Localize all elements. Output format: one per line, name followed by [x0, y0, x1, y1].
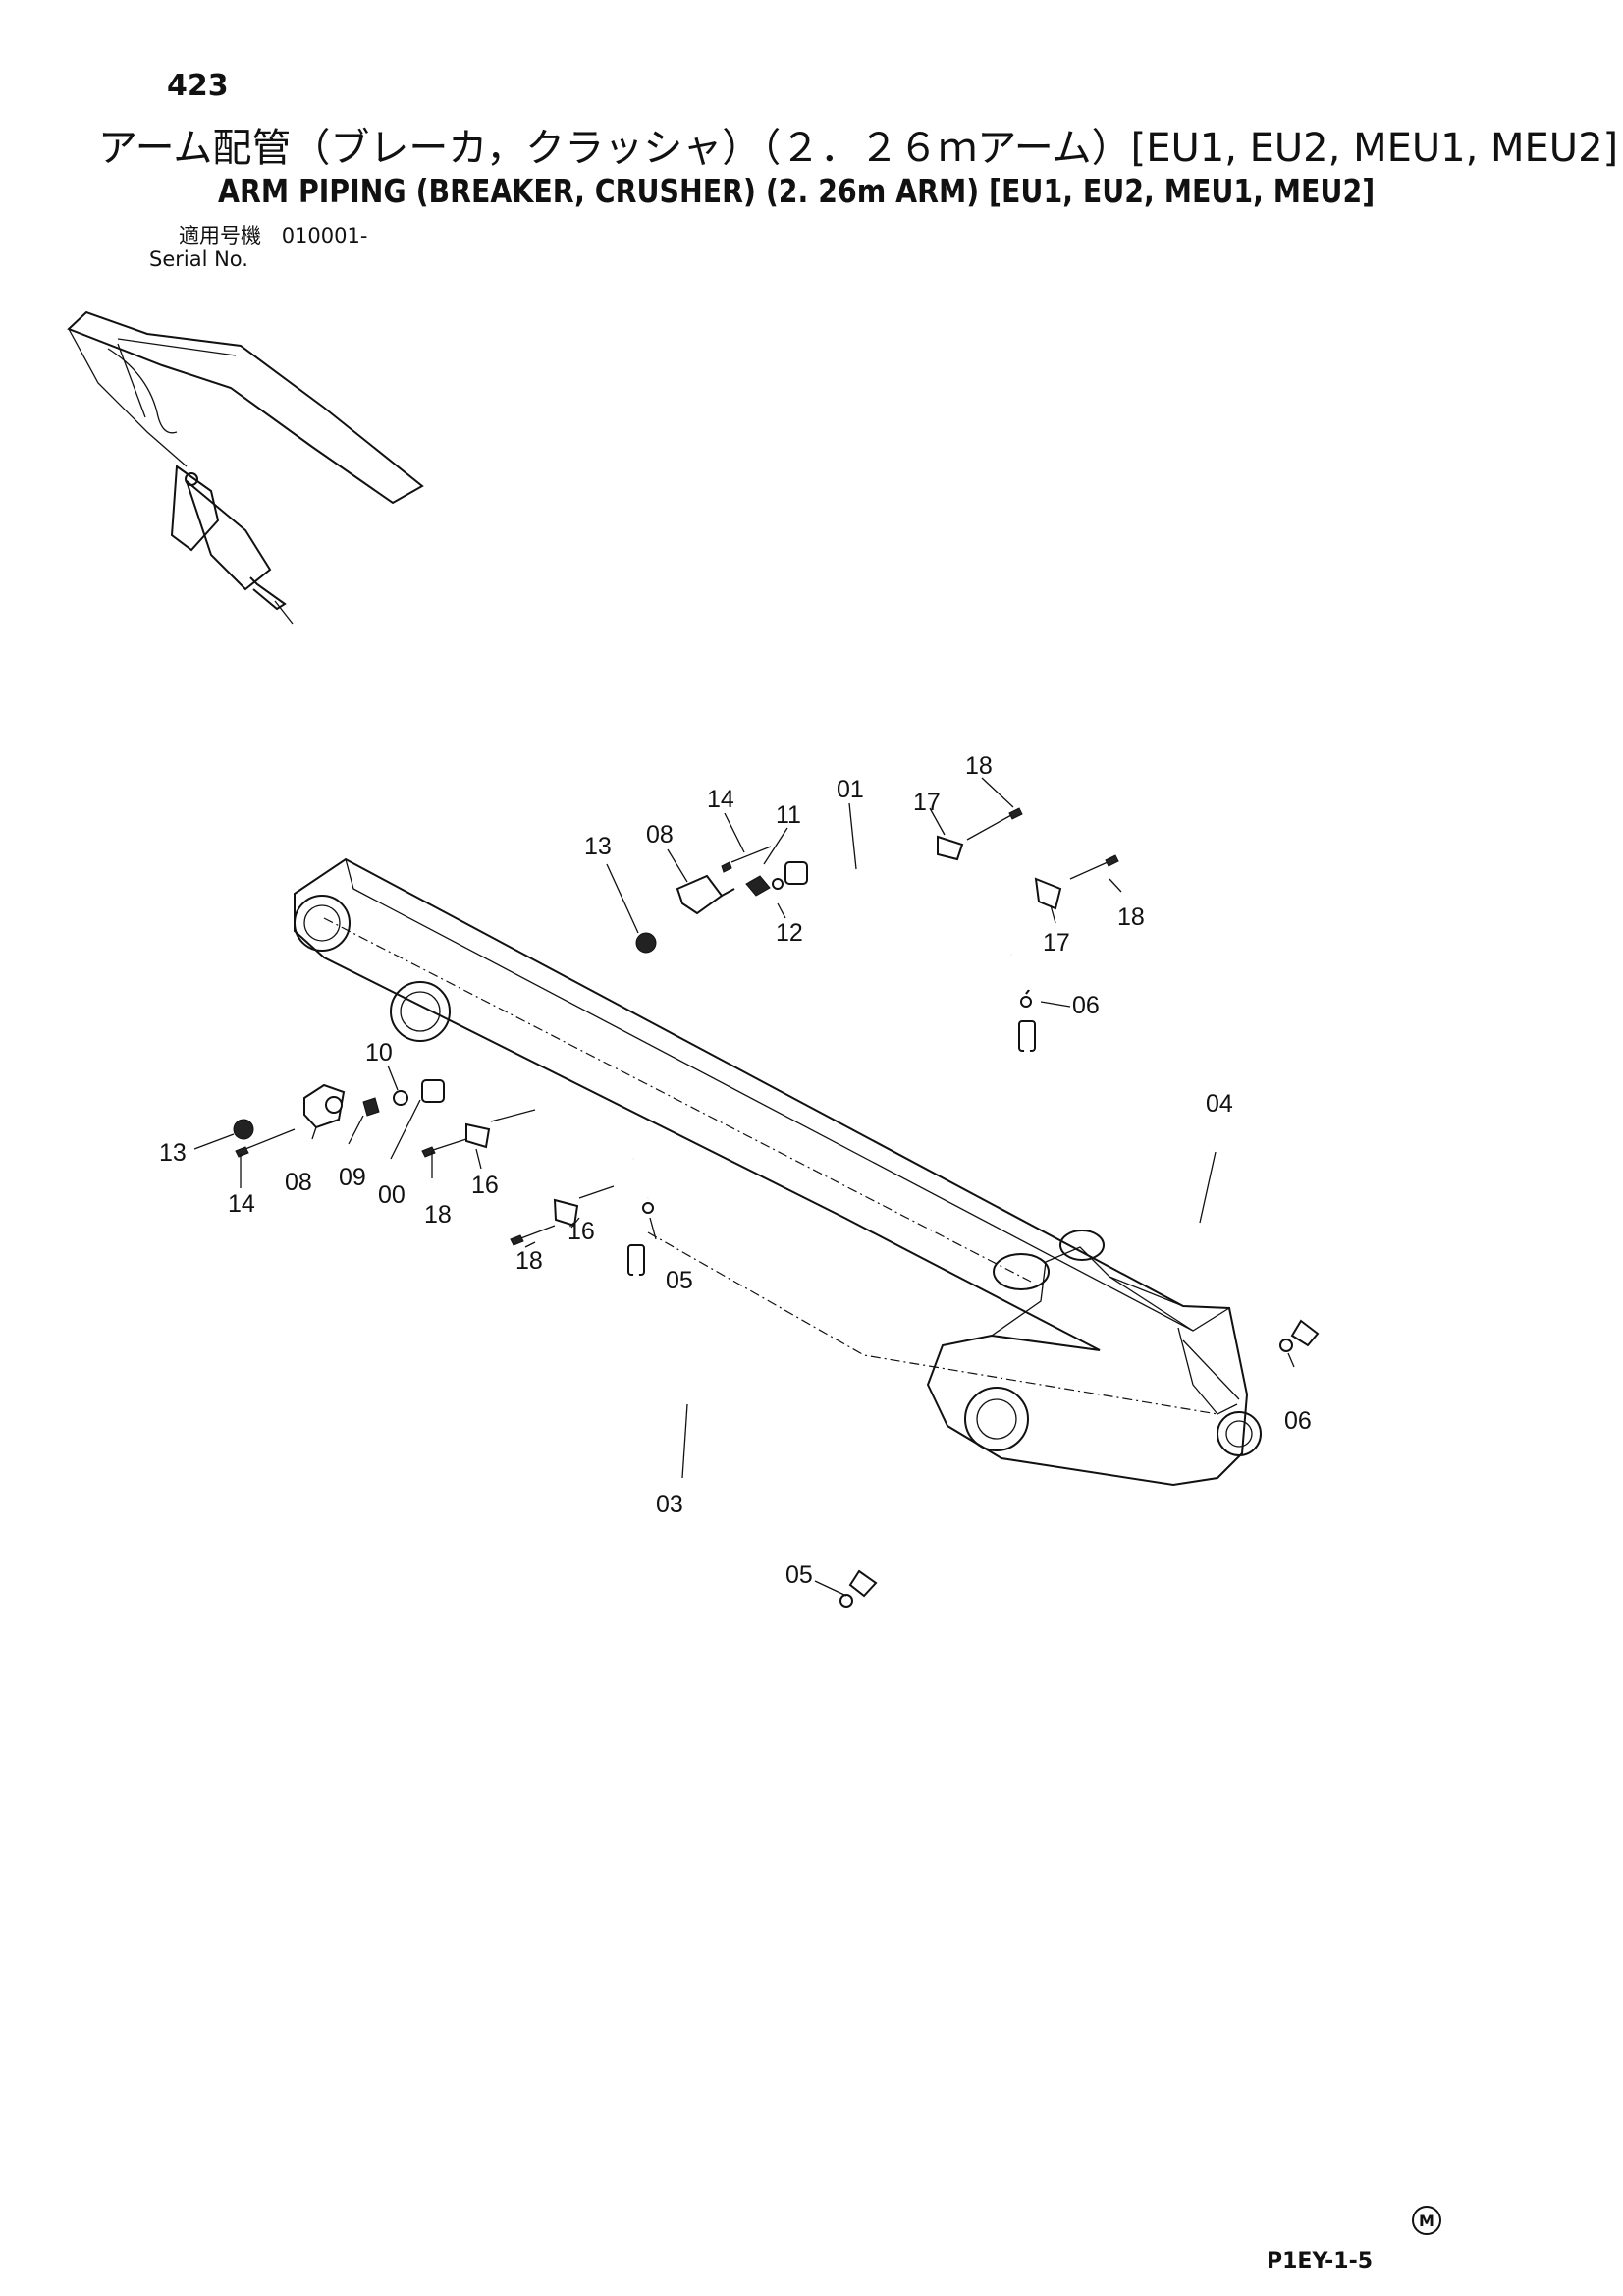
part-label-13-left: 13: [159, 1139, 187, 1167]
part-label-08-left: 08: [285, 1169, 312, 1196]
part-label-05-top: 05: [666, 1267, 693, 1294]
part-number-labels: 18 14 01 17 11 13 08 12 18 17 06 04 10 1…: [159, 752, 1312, 1589]
part-label-11: 11: [776, 801, 801, 829]
hose-04: [1018, 1020, 1347, 1352]
part-label-17-right: 17: [1043, 929, 1070, 957]
page-title-en: ARM PIPING (BREAKER, CRUSHER) (2. 26m AR…: [218, 172, 1376, 210]
leader-lines: [193, 777, 1295, 1597]
part-label-16-low: 16: [568, 1218, 595, 1245]
part-label-04: 04: [1206, 1090, 1233, 1118]
footer-code: P1EY-1-5: [1267, 2249, 1374, 2273]
part-label-17-top: 17: [913, 789, 941, 816]
part-label-03: 03: [656, 1491, 683, 1518]
part-label-18-low: 18: [515, 1247, 543, 1275]
upper-pipe-assembly: [635, 807, 1119, 1008]
page-title-jp: アーム配管（ブレーカ，クラッシャ）（２．２６ｍアーム）[EU1, EU2, ME…: [98, 126, 1619, 171]
part-label-10: 10: [365, 1039, 393, 1066]
part-label-12: 12: [776, 919, 803, 947]
serial-value: 010001-: [281, 224, 368, 247]
part-label-01: 01: [837, 776, 864, 803]
part-label-00: 00: [378, 1181, 406, 1209]
part-label-14-left: 14: [228, 1190, 255, 1218]
part-label-08-top: 08: [646, 821, 674, 848]
part-label-05-bottom: 05: [785, 1561, 813, 1589]
lower-pipe-assembly: [233, 1079, 654, 1246]
part-label-18-mid: 18: [424, 1201, 452, 1229]
part-label-18-right: 18: [1117, 903, 1145, 931]
part-label-09: 09: [339, 1164, 366, 1191]
hose-03: [627, 1244, 892, 1608]
part-label-14-top: 14: [707, 786, 734, 813]
part-label-06-top: 06: [1072, 992, 1100, 1019]
part-label-16-top: 16: [471, 1172, 499, 1199]
part-label-18-top: 18: [965, 752, 993, 780]
arm-body: [294, 857, 1262, 1487]
part-label-06-right: 06: [1284, 1407, 1312, 1435]
thumbnail-excavator-arm: [67, 310, 424, 625]
serial-label-en: Serial No.: [149, 247, 248, 271]
serial-block: 適用号機 010001- Serial No.: [149, 224, 367, 271]
part-label-13-top: 13: [584, 833, 612, 860]
serial-label-jp: 適用号機: [179, 224, 261, 247]
footer-mark: M: [1412, 2206, 1441, 2235]
page-number: 423: [167, 69, 229, 103]
